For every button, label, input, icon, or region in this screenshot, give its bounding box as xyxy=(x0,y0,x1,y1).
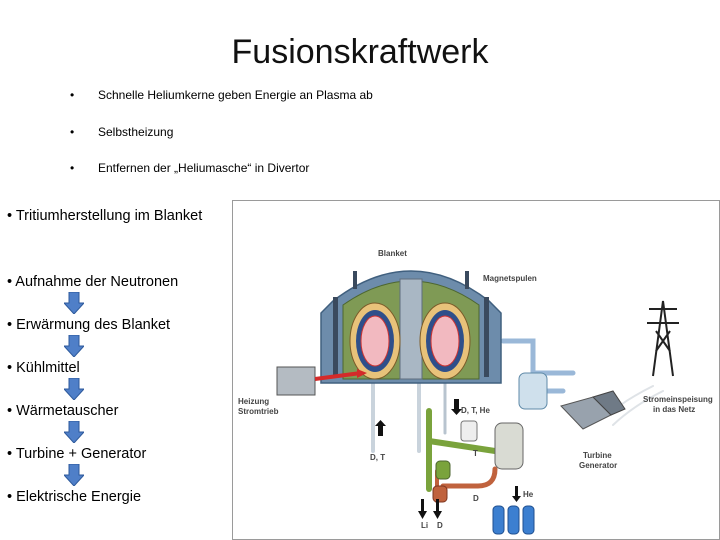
label-magnetspulen: Magnetspulen xyxy=(483,274,537,283)
label-stromtrieb: Stromtrieb xyxy=(238,407,279,416)
bullet-list: Schnelle Heliumkerne geben Energie an Pl… xyxy=(70,87,373,197)
process-step-energie: • Elektrische Energie xyxy=(7,489,142,505)
down-arrow-icon xyxy=(64,335,84,357)
bullet-item: Schnelle Heliumkerne geben Energie an Pl… xyxy=(70,87,373,124)
label-d-bottom: D xyxy=(437,521,443,530)
label-heizung: Heizung xyxy=(238,397,269,406)
label-turbine: Turbine xyxy=(583,451,612,460)
process-step-tritium: • Tritiumherstellung im Blanket xyxy=(7,208,203,224)
process-step-waermetauscher: • Wärmetauscher xyxy=(7,403,119,419)
label-netz: in das Netz xyxy=(653,405,695,414)
fusion-plant-diagram: Blanket Magnetspulen Heizung Stromtrieb … xyxy=(232,200,720,540)
process-step-neutronen: • Aufnahme der Neutronen xyxy=(7,274,179,290)
bullet-item: Selbstheizung xyxy=(70,124,373,161)
down-arrow-icon xyxy=(64,421,84,443)
label-stromeinspeisung: Stromeinspeisung xyxy=(643,395,713,404)
label-generator: Generator xyxy=(579,461,617,470)
slide-title: Fusionskraftwerk xyxy=(231,33,489,71)
label-blanket: Blanket xyxy=(378,249,407,258)
label-li: Li xyxy=(421,521,428,530)
fusion-plant-illustration: Blanket Magnetspulen Heizung Stromtrieb … xyxy=(238,249,713,535)
label-d: D xyxy=(473,494,479,503)
process-step-turbine: • Turbine + Generator xyxy=(7,446,147,462)
label-he: He xyxy=(523,490,534,499)
label-dt: D, T xyxy=(370,453,385,462)
process-step-erwaermung: • Erwärmung des Blanket xyxy=(7,317,171,333)
down-arrow-icon xyxy=(64,378,84,400)
down-arrow-icon xyxy=(64,292,84,314)
bullet-item: Entfernen der „Heliumasche“ in Divertor xyxy=(70,160,373,197)
down-arrow-icon xyxy=(64,464,84,486)
process-step-kuehlmittel: • Kühlmittel xyxy=(7,360,80,376)
label-dth: D, T, He xyxy=(461,406,490,415)
label-t: T xyxy=(473,449,478,458)
